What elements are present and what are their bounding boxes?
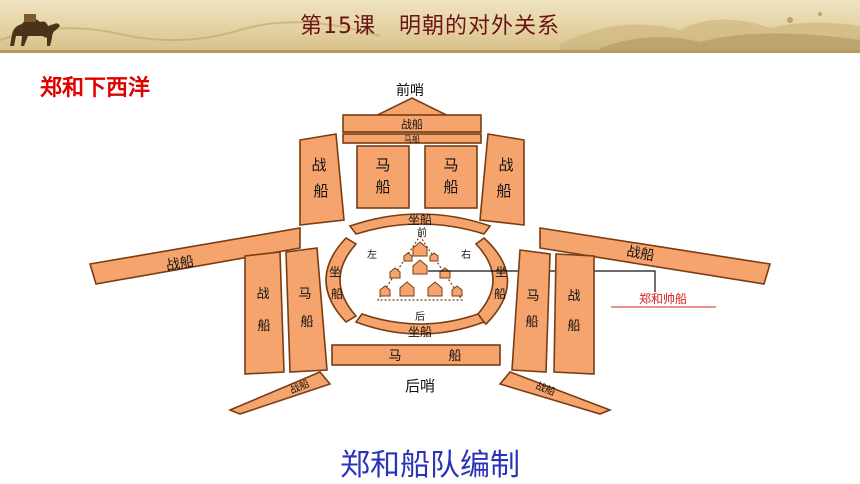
left-vertical-warship-char2: 船 (313, 182, 328, 200)
small-boat (389, 267, 401, 279)
section-subtitle: 郑和下西洋 (40, 76, 151, 101)
bottom-left-diagonal-warship (227, 371, 332, 415)
lower-right-inner-horse-ship-char2: 船 (525, 315, 538, 330)
small-boat (403, 252, 413, 262)
lower-right-outer-warship (553, 253, 595, 375)
grain-ship-top (348, 213, 492, 235)
lower-left-outer-warship (244, 251, 285, 375)
grain-ship-left-char1: 坐 (329, 265, 341, 279)
small-boat (379, 285, 391, 297)
horse-ship-upper-left-char2: 船 (375, 178, 390, 196)
horse-ship-upper-left (356, 145, 410, 209)
small-boat (427, 281, 443, 297)
banner-landscape (0, 12, 860, 52)
right-diagonal-warship (539, 227, 772, 285)
front-guard-label: 前哨 (396, 82, 424, 99)
camel-icon (10, 14, 60, 46)
grain-ship-right (474, 236, 509, 326)
grain-ship-bottom-label: 坐船 (408, 325, 432, 339)
flagship-boat (412, 259, 428, 275)
grain-ship-right-char1: 坐 (495, 265, 507, 279)
top-horse-ship (342, 133, 482, 144)
grain-ship-left-char2: 船 (331, 287, 343, 301)
top-horse-ship-label: 马船 (404, 134, 420, 144)
grain-ship-left (325, 236, 358, 324)
lower-right-inner-horse-ship (511, 249, 551, 373)
horse-ship-upper-right-char1: 马 (443, 156, 458, 174)
top-roof-group: 战船 马船 (342, 97, 482, 144)
horse-ship-upper-right (424, 145, 478, 209)
bottom-horse-ship-char2: 船 (448, 349, 461, 364)
bottom-right-diagonal-warship (498, 371, 613, 415)
lower-left-outer-warship-char1: 战 (256, 287, 269, 302)
diagram-caption: 郑和船队编制 (340, 448, 520, 483)
right-vertical-warship-char2: 船 (496, 182, 511, 200)
horse-ship-upper-left-char1: 马 (375, 156, 390, 174)
small-boat (429, 252, 439, 262)
flagship-label: 郑和帅船 (639, 291, 687, 306)
left-vertical-warship (299, 133, 345, 226)
top-warship (342, 114, 482, 133)
inner-left-label: 左 (367, 248, 377, 261)
grain-ship-right-char2: 船 (494, 287, 506, 301)
banner-divider (0, 50, 860, 53)
inner-front-label: 前 (417, 226, 427, 239)
small-boat (412, 241, 428, 257)
lower-left-inner-horse-ship (285, 247, 328, 373)
lower-left-outer-warship-char2: 船 (257, 319, 270, 334)
right-diagonal-warship-label: 战船 (625, 244, 655, 265)
horse-ship-upper-right-char2: 船 (443, 178, 458, 196)
left-vertical-warship-char1: 战 (311, 156, 326, 174)
lower-right-outer-warship-char1: 战 (567, 289, 580, 304)
left-diagonal-warship (88, 227, 301, 285)
top-warship-label: 战船 (401, 117, 423, 131)
inner-rear-label: 后 (415, 311, 425, 323)
bottom-horse-ship (331, 344, 501, 366)
lower-right-outer-warship-char2: 船 (567, 319, 580, 334)
left-diagonal-warship-label: 战船 (165, 254, 195, 275)
lower-left-inner-horse-ship-char1: 马 (298, 287, 311, 302)
grain-ship-bottom (354, 313, 486, 335)
lower-right-inner-horse-ship-char1: 马 (526, 289, 539, 304)
right-vertical-warship-char1: 战 (498, 156, 513, 174)
small-boat (451, 285, 463, 297)
grain-ship-top-label: 坐船 (408, 213, 432, 227)
page-title: 第15课 明朝的对外关系 (300, 14, 560, 39)
central-formation: 坐船 坐 船 坐 船 坐船 前 左 右 后 (325, 213, 656, 339)
lower-left-inner-horse-ship-char2: 船 (300, 315, 313, 330)
small-boat (399, 281, 415, 297)
rear-guard-label: 后哨 (405, 377, 435, 395)
bottom-horse-ship-char1: 马 (388, 349, 401, 364)
right-vertical-warship (479, 133, 525, 226)
small-boat (439, 267, 451, 279)
header-banner: 第15课 明朝的对外关系 (0, 0, 860, 52)
inner-right-label: 右 (461, 248, 471, 261)
flagship-pointer-line (428, 270, 656, 292)
